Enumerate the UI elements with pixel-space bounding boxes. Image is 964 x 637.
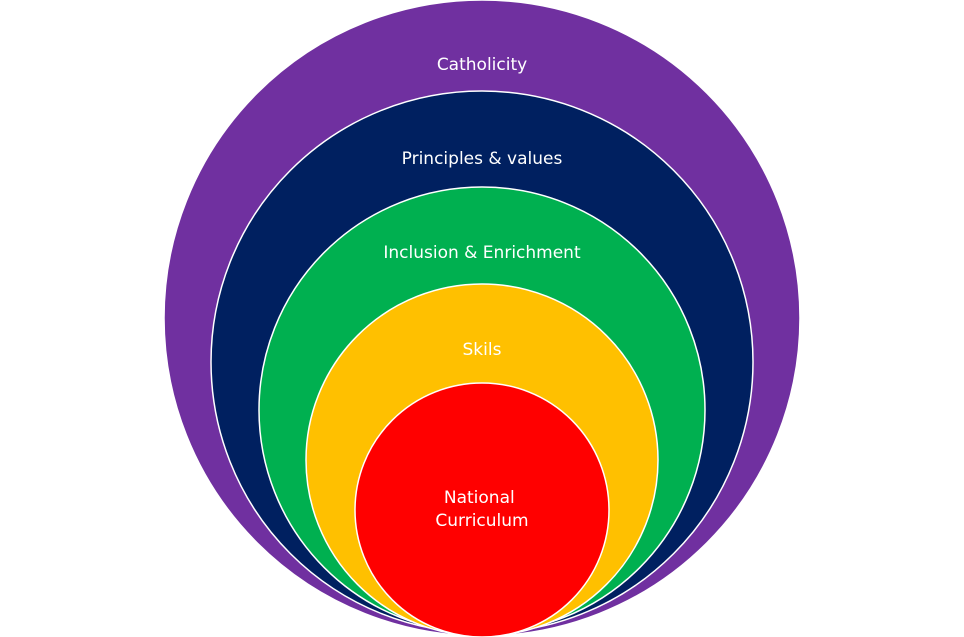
ring-national-curriculum-label-line-1: National [444, 488, 515, 508]
ring-national-curriculum: National Curriculum [354, 382, 610, 637]
ring-national-curriculum-label-line-2: Curriculum [435, 511, 528, 531]
ring-inclusion-enrichment-label: Inclusion & Enrichment [383, 243, 581, 263]
ring-national-curriculum-circle [354, 382, 610, 637]
ring-national-curriculum-label: National Curriculum [435, 488, 528, 531]
ring-catholicity-label: Catholicity [437, 55, 527, 75]
ring-principles-values-label: Principles & values [402, 149, 563, 169]
ring-skils-label: Skils [463, 340, 502, 360]
